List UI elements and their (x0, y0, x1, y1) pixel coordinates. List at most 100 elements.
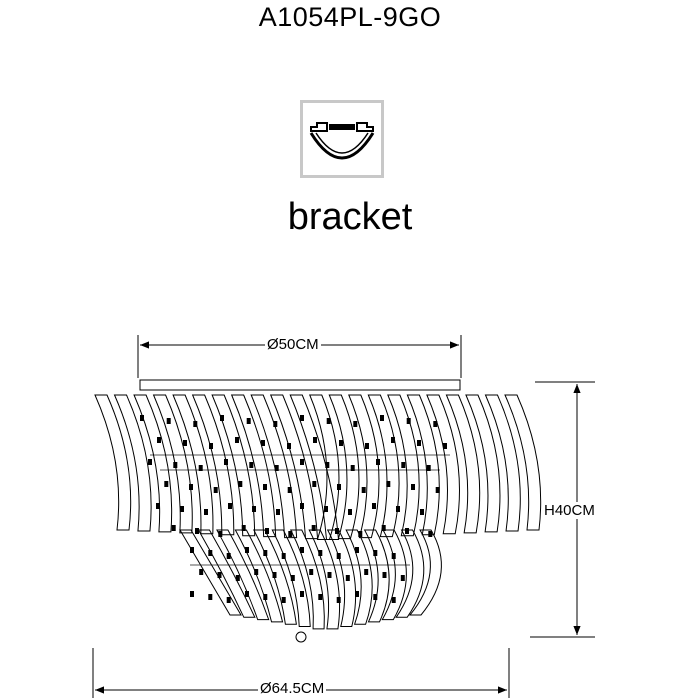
crystal-bead (417, 440, 421, 446)
crystal-bead (350, 465, 355, 471)
crystal-bead (325, 462, 330, 468)
crystal-bead (355, 591, 359, 597)
crystal-bead (204, 509, 208, 515)
crystal-bead (171, 525, 176, 531)
crystal-strand (345, 529, 373, 625)
inner-frame (150, 454, 450, 566)
crystal-bead (396, 506, 400, 512)
crystal-strand (381, 529, 407, 621)
crystal-bead (246, 418, 251, 424)
crystal-strand (426, 394, 460, 535)
crystal-strand (289, 394, 340, 541)
ceiling-canopy (139, 379, 461, 391)
crystal-strand (271, 529, 311, 628)
crystal-bead (309, 569, 314, 575)
crystal-strand (406, 394, 440, 536)
crystal-bead (166, 418, 171, 424)
crystal-strand (234, 529, 284, 623)
crystal-bead (281, 597, 286, 603)
crystal-strand (172, 394, 214, 535)
crystal-bead (361, 487, 366, 493)
crystal-bead (217, 572, 222, 578)
crystal-bead (218, 531, 223, 537)
crystal-bead (249, 462, 254, 468)
crystal-strand (133, 394, 173, 533)
crystal-bead (300, 415, 304, 421)
crystal-bead (339, 440, 343, 446)
crystal-bead (148, 459, 152, 465)
top-diameter-label: Ø50CM (265, 336, 321, 353)
crystal-bead (209, 443, 213, 449)
crystal-bead (156, 503, 160, 509)
crystal-bead (252, 506, 256, 512)
crystal-bead (263, 594, 268, 600)
crystal-bead (173, 462, 178, 468)
crystal-strand (445, 394, 481, 534)
crystal-bead (406, 418, 411, 424)
crystal-bead (435, 487, 440, 493)
crystal-bead (300, 503, 304, 509)
crystal-bead (261, 440, 265, 446)
crystal-bead (238, 481, 243, 487)
crystal-bead (355, 547, 359, 553)
crystal-bead (190, 591, 194, 597)
crystal-bead (381, 525, 386, 531)
crystal-strand (250, 394, 298, 539)
crystal-bead (290, 575, 295, 581)
crystal-bead (235, 575, 240, 581)
crystal-bead (318, 550, 323, 556)
crystal-strand (363, 529, 390, 623)
crystal-bead (213, 487, 218, 493)
crystal-strand (179, 529, 242, 616)
crystal-strand (387, 394, 420, 537)
crystal-bead (365, 443, 369, 449)
crystal-bead (324, 506, 328, 512)
crystal-strand (408, 529, 442, 616)
crystal-bead (208, 594, 213, 600)
model-title: A1054PL-9GO (258, 2, 442, 32)
crystal-bead (241, 525, 246, 531)
crystal-bead (276, 509, 280, 515)
crystal-strand (308, 529, 341, 630)
crystal-bead (226, 597, 231, 603)
crystal-strand (152, 394, 193, 534)
crystal-bead (300, 547, 304, 553)
crystal-bead (364, 569, 369, 575)
crystal-strand (289, 529, 325, 630)
crystal-bead (226, 553, 231, 559)
crystal-bead (401, 462, 406, 468)
crystal-bead (300, 459, 304, 465)
crystal-bead (386, 481, 391, 487)
crystal-bead (313, 437, 317, 443)
crystal-bead (220, 415, 224, 421)
crystal-bead (426, 465, 431, 471)
crystal-bead (327, 572, 332, 578)
crystal-bead (400, 575, 405, 581)
crystal-bead (337, 484, 341, 490)
crystal-strand (348, 394, 380, 539)
crystal-beads (140, 415, 447, 603)
crystal-bead (312, 481, 317, 487)
crystal-bead (433, 421, 438, 427)
crystal-bead (140, 415, 144, 421)
bracket-frame (300, 100, 384, 178)
crystal-bead (190, 547, 194, 553)
crystal-bead (198, 465, 203, 471)
crystal-bead (288, 531, 293, 537)
crystal-bead (373, 594, 378, 600)
crystal-strand (113, 394, 152, 532)
crystal-bead (353, 421, 358, 427)
crystal-bead (326, 418, 331, 424)
crystal-strand (326, 529, 357, 628)
upper-crystal-tier (94, 394, 542, 541)
crystal-bead (300, 591, 304, 597)
crystal-bead (405, 528, 409, 534)
crystal-bead (287, 487, 292, 493)
crystal-strand (216, 529, 270, 621)
crystal-strand (504, 394, 542, 531)
crystal-bead (164, 481, 169, 487)
crystal-bead (281, 553, 286, 559)
crystal-bead (358, 531, 363, 537)
crystal-strand (197, 529, 256, 618)
